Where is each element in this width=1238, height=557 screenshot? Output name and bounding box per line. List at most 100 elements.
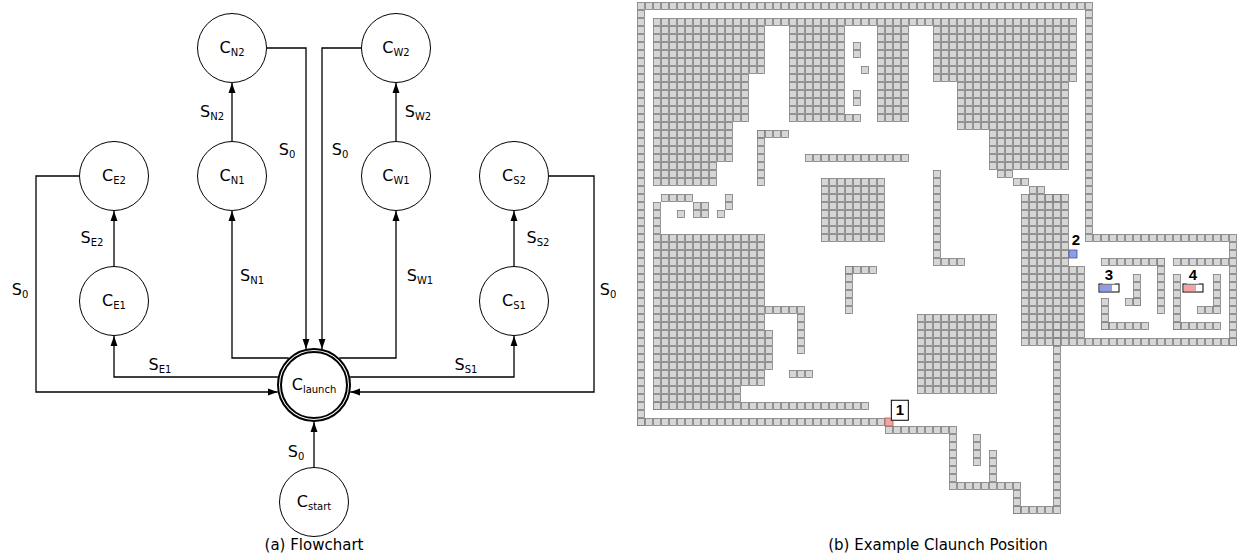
wall-block xyxy=(661,234,765,386)
transition-label: S0 xyxy=(598,280,619,301)
transition-arrow xyxy=(322,48,361,349)
wall-block xyxy=(765,306,797,314)
state-circle: CS1 xyxy=(479,266,549,336)
wall-block xyxy=(845,266,877,274)
wall-block xyxy=(885,426,957,434)
wall-block xyxy=(653,202,661,410)
wall-block xyxy=(637,10,645,426)
transition-label: SE2 xyxy=(79,228,106,249)
state-name: Claunch xyxy=(292,375,337,396)
state-circle: CN2 xyxy=(197,13,267,83)
wall-block xyxy=(845,114,861,122)
wall-block xyxy=(661,26,765,74)
wall-block xyxy=(1101,258,1165,266)
transition-arrow xyxy=(231,83,232,141)
goal-marker xyxy=(1184,285,1196,291)
transition-label: SN1 xyxy=(238,266,266,287)
wall-block xyxy=(933,170,941,258)
wall-block xyxy=(637,418,885,426)
state-name: CW2 xyxy=(382,38,409,59)
wall-block xyxy=(861,66,869,74)
state-circle: CW1 xyxy=(361,141,431,211)
wall-block xyxy=(637,2,1093,10)
wall-block xyxy=(757,130,765,186)
state-circle: Cstart xyxy=(279,467,349,537)
wall-block xyxy=(1029,186,1045,194)
panel-caption: (a) Flowchart xyxy=(265,536,364,554)
wall-block xyxy=(853,90,861,106)
wall-block xyxy=(1213,274,1221,314)
transition-arrow xyxy=(350,336,514,377)
wall-block xyxy=(1021,194,1069,338)
wall-block xyxy=(1173,258,1229,266)
transition-arrow xyxy=(267,48,306,349)
wall-block xyxy=(949,482,1021,490)
wall-block xyxy=(933,26,1069,82)
wall-block xyxy=(661,74,749,122)
transition-label: SW2 xyxy=(403,102,433,123)
wall-block xyxy=(661,122,733,162)
launch-marker xyxy=(1100,285,1112,291)
state-name: CN1 xyxy=(219,166,244,187)
transition-label: SE1 xyxy=(147,355,174,376)
wall-block xyxy=(653,18,1069,26)
transition-label: SS1 xyxy=(453,355,480,376)
wall-block xyxy=(1085,234,1237,242)
wall-block xyxy=(933,258,965,266)
wall-block xyxy=(973,434,981,466)
transition-arrow xyxy=(114,336,278,377)
state-name: CE1 xyxy=(102,291,126,312)
wall-block xyxy=(1069,266,1085,338)
wall-block xyxy=(989,130,1069,170)
wall-block xyxy=(789,26,845,122)
wall-block xyxy=(821,178,885,242)
wall-block xyxy=(717,210,725,218)
wall-block xyxy=(765,330,773,370)
callout-number: 3 xyxy=(1103,267,1115,284)
goal-marker xyxy=(1183,284,1203,292)
launch-marker xyxy=(1099,284,1119,292)
state-circle: CW2 xyxy=(361,13,431,83)
wall-block xyxy=(805,154,909,162)
state-circle: CE1 xyxy=(79,266,149,336)
wall-block xyxy=(661,194,693,202)
wall-block xyxy=(1101,322,1149,330)
transition-label: S0 xyxy=(10,280,31,301)
wall-block xyxy=(1173,274,1181,330)
wall-block xyxy=(1069,18,1077,82)
state-circle: CS2 xyxy=(479,141,549,211)
wall-block xyxy=(1125,298,1141,306)
wall-block xyxy=(989,450,997,482)
wall-block xyxy=(693,202,709,218)
wall-block xyxy=(725,194,733,210)
state-name: CS1 xyxy=(502,291,526,312)
transition-label: SS2 xyxy=(525,228,552,249)
wall-block xyxy=(653,402,869,410)
state-name: Cstart xyxy=(297,492,331,513)
state-circle: CE2 xyxy=(79,141,149,211)
wall-block xyxy=(877,26,909,122)
wall-block xyxy=(789,370,813,378)
launch-marker xyxy=(1069,250,1077,258)
wall-block xyxy=(1229,242,1237,346)
wall-block xyxy=(949,434,957,482)
transition-label: SN2 xyxy=(198,102,226,123)
wall-block xyxy=(1173,322,1221,330)
transition-arrow xyxy=(339,211,396,358)
transition-arrow xyxy=(232,211,289,358)
wall-block xyxy=(661,386,741,402)
state-name: CN2 xyxy=(219,38,244,59)
wall-block xyxy=(797,306,805,354)
wall-block xyxy=(917,314,997,394)
wall-block xyxy=(677,210,685,218)
wall-block xyxy=(1053,322,1061,506)
transition-arrow xyxy=(513,211,514,266)
wall-block xyxy=(1157,258,1165,314)
transition-label: S0 xyxy=(277,140,298,161)
transition-label: S0 xyxy=(286,442,307,463)
state-name: CS2 xyxy=(502,166,526,187)
launch-state: Claunch xyxy=(277,348,351,422)
wall-block xyxy=(1013,506,1061,514)
